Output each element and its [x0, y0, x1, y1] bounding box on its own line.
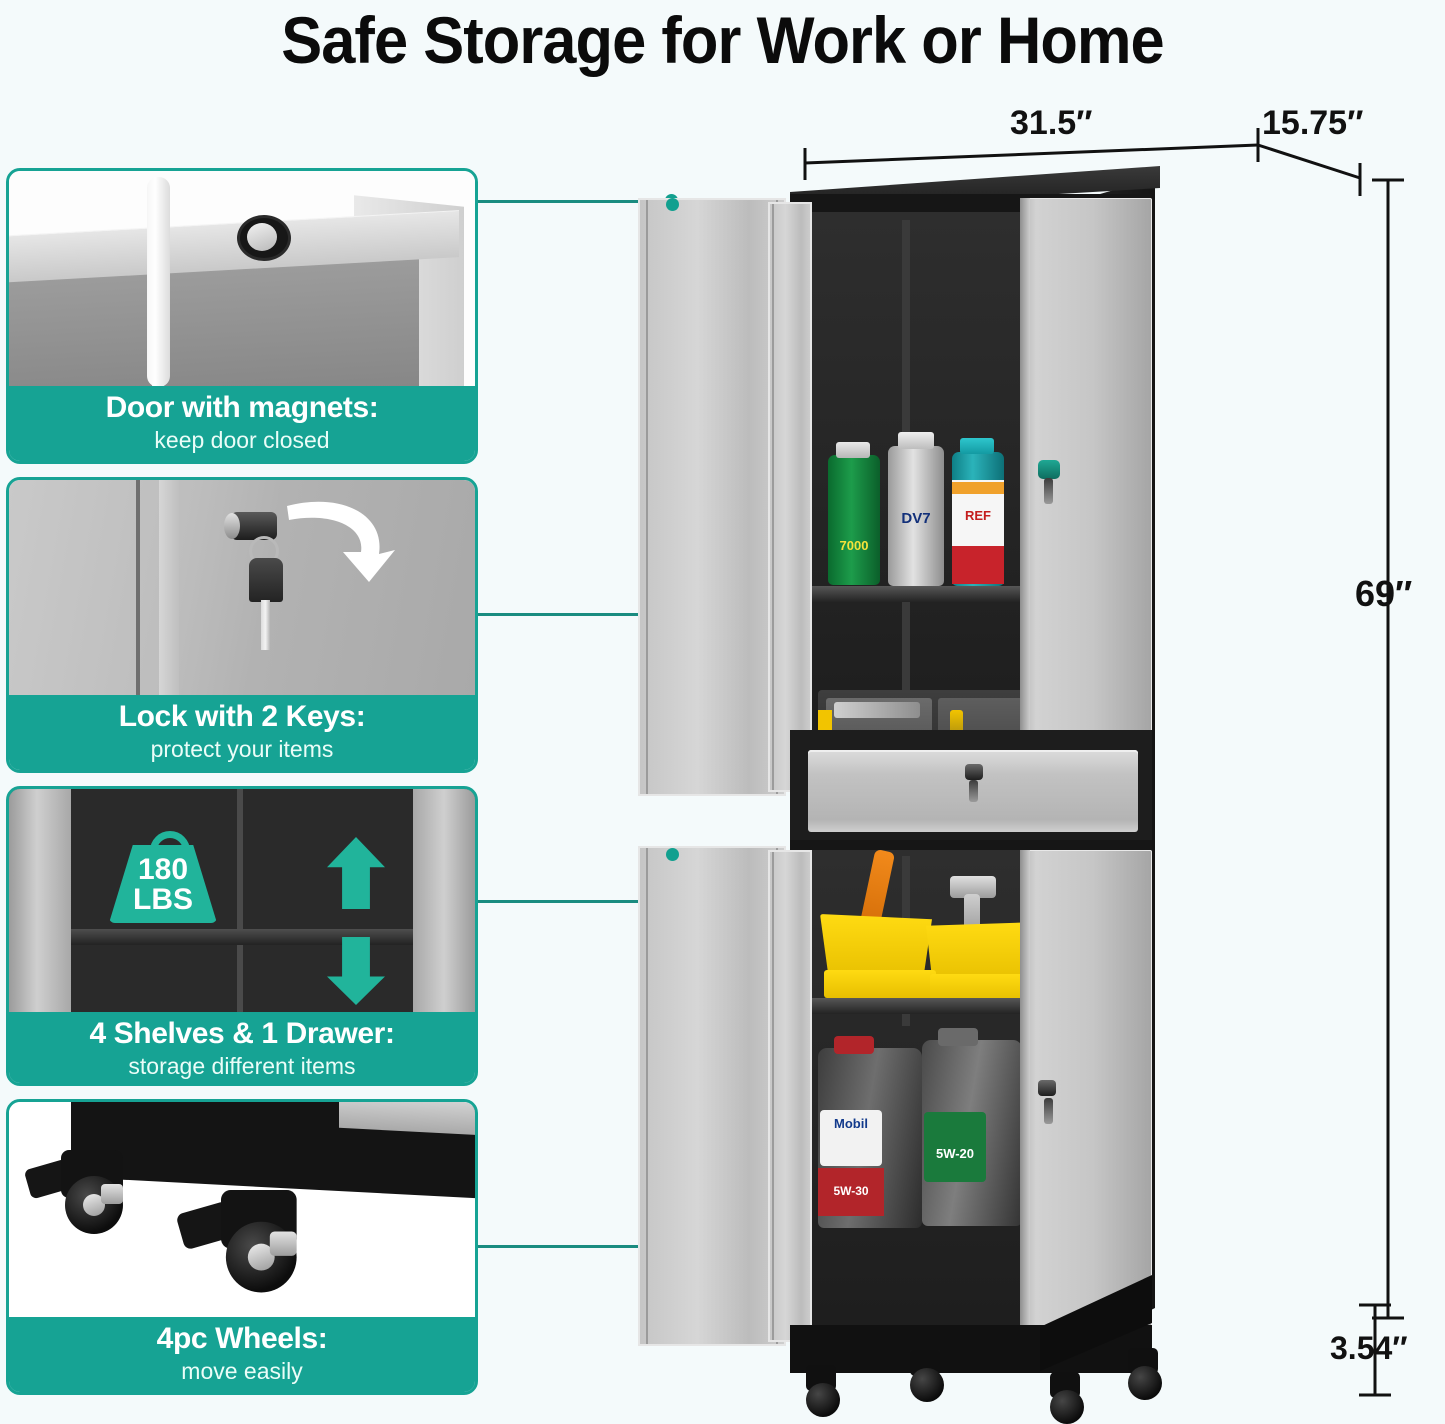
- dimension-height: 69″: [1355, 573, 1413, 614]
- feature-photo-wheels: [9, 1102, 475, 1317]
- magnet-icon: [237, 215, 291, 261]
- oil-bottle-teal-band-red: [952, 546, 1004, 584]
- connector-line-magnets: [478, 200, 678, 203]
- parts-bin-yellow: [926, 922, 1038, 984]
- parts-bin-yellow: [820, 914, 932, 980]
- oil-bottle-teal-cap: [960, 438, 994, 454]
- oil-jug-mobil-red-band: [818, 1168, 884, 1216]
- door-panel-edge: [772, 204, 774, 790]
- dimension-caster-height: 3.54″: [1330, 1330, 1408, 1366]
- cabinet-door-lower-left-open-inner[interactable]: [768, 850, 812, 1342]
- feature-card-wheels[interactable]: 4pc Wheels: move easily: [6, 1099, 478, 1395]
- door-key-upper-icon: [1044, 478, 1053, 504]
- arrow-down-icon: [327, 937, 385, 1005]
- feature-title-lock: Lock with 2 Keys:: [118, 700, 366, 733]
- weight-icon: 180 LBS: [109, 831, 217, 923]
- lock-cylinder-icon: [224, 512, 277, 540]
- weight-unit: LBS: [133, 883, 193, 916]
- cabinet-door-upper-left-open[interactable]: [638, 198, 786, 796]
- oil-bottle-green: [828, 455, 880, 585]
- feature-card-magnets[interactable]: Door with magnets: keep door closed: [6, 168, 478, 464]
- door-seam-photo: [136, 480, 140, 695]
- feature-photo-lock: [9, 480, 475, 695]
- feature-photo-magnets: [9, 171, 475, 386]
- feature-title-magnets: Door with magnets:: [105, 391, 379, 424]
- oil-bottle-silver-label: DV7: [901, 510, 931, 527]
- door-edge-photo: [159, 480, 179, 695]
- drawer-lock[interactable]: [965, 764, 983, 780]
- feature-subtitle-lock: protect your items: [150, 735, 334, 762]
- key-icon: [249, 558, 283, 602]
- feature-caption-magnets: Door with magnets: keep door closed: [9, 386, 475, 461]
- door-inner-edge: [1020, 198, 1030, 818]
- cabinet-divider-photo: [237, 789, 243, 1012]
- parts-bin-yellow-front: [824, 970, 936, 998]
- tool-case-clip: [818, 710, 832, 734]
- spray-gun-icon: [950, 876, 996, 898]
- caster-tire-icon: [806, 1383, 840, 1417]
- dimension-width: 31.5″: [1010, 104, 1093, 142]
- feature-title-wheels: 4pc Wheels:: [156, 1322, 328, 1355]
- oil-jug-mobil-brand: Mobil: [834, 1116, 868, 1131]
- caster-tire-icon: [1128, 1366, 1162, 1400]
- door-hinge-lower: [666, 848, 679, 861]
- oil-bottle-teal-label: REF: [965, 508, 991, 523]
- door-panel-edge: [646, 200, 648, 794]
- open-door-left-photo: [9, 789, 71, 1012]
- feature-subtitle-shelves: storage different items: [128, 1052, 356, 1079]
- feature-caption-lock: Lock with 2 Keys: protect your items: [9, 695, 475, 770]
- feature-subtitle-wheels: move easily: [181, 1357, 303, 1384]
- product-image-cabinet: 7000 DV7 REF: [620, 150, 1320, 1424]
- shelf-upper: [812, 586, 1052, 602]
- caster-axle-icon: [101, 1184, 123, 1204]
- key-blade-icon: [261, 600, 270, 650]
- door-rod-icon: [147, 177, 170, 386]
- arrow-up-icon: [327, 837, 385, 909]
- oil-jug-green-label: [924, 1112, 986, 1182]
- feature-title-shelves: 4 Shelves & 1 Drawer:: [89, 1017, 395, 1050]
- door-lock-upper[interactable]: [1038, 460, 1060, 479]
- oil-jug-mobil-cap: [834, 1036, 874, 1054]
- dimension-depth: 15.75″: [1262, 104, 1364, 142]
- door-panel-edge: [646, 848, 648, 1344]
- feature-caption-wheels: 4pc Wheels: move easily: [9, 1317, 475, 1392]
- oil-jug-mobil-grade: 5W-30: [833, 1184, 869, 1198]
- oil-bottle-silver-cap: [898, 432, 934, 449]
- curved-arrow-icon: [287, 501, 395, 582]
- shelf-lower: [812, 998, 1052, 1014]
- cabinet-door-lower-right[interactable]: [1020, 850, 1152, 1350]
- shelf-photo: [71, 929, 415, 945]
- oil-jug-green-grade: 5W-20: [935, 1146, 975, 1161]
- feature-card-lock[interactable]: Lock with 2 Keys: protect your items: [6, 477, 478, 773]
- door-key-lower-icon: [1044, 1098, 1053, 1124]
- cabinet-door-lower-left-open[interactable]: [638, 846, 786, 1346]
- cabinet-door-upper-right[interactable]: [1020, 198, 1152, 818]
- open-door-right-photo: [413, 789, 475, 1012]
- door-hinge-upper: [666, 198, 679, 211]
- drawer-key-icon: [969, 780, 978, 802]
- oil-jug-mobil-label: [820, 1110, 882, 1166]
- door-inner-edge: [1020, 850, 1030, 1350]
- feature-card-shelves[interactable]: 180 LBS 4 Shelves & 1 Drawer: storage di…: [6, 786, 478, 1086]
- hammer-icon: [834, 702, 920, 718]
- door-panel-edge: [772, 852, 774, 1340]
- weight-value: 180: [137, 853, 189, 886]
- caster-tire-icon: [910, 1368, 944, 1402]
- feature-subtitle-magnets: keep door closed: [154, 426, 330, 453]
- caster-tire-icon: [1050, 1390, 1084, 1424]
- oil-jug-green-cap: [938, 1028, 978, 1046]
- page-title: Safe Storage for Work or Home: [281, 3, 1164, 77]
- caster-axle-icon: [269, 1231, 297, 1256]
- oil-bottle-green-cap: [836, 442, 870, 458]
- oil-bottle-green-label: 7000: [839, 538, 869, 553]
- cabinet-door-upper-left-open-inner[interactable]: [768, 202, 812, 792]
- feature-photo-shelves: 180 LBS: [9, 789, 475, 1012]
- door-lock-lower[interactable]: [1038, 1080, 1056, 1096]
- feature-caption-shelves: 4 Shelves & 1 Drawer: storage different …: [9, 1012, 475, 1083]
- oil-bottle-teal-band-orange: [952, 482, 1004, 494]
- oil-bottle-silver: [888, 446, 944, 586]
